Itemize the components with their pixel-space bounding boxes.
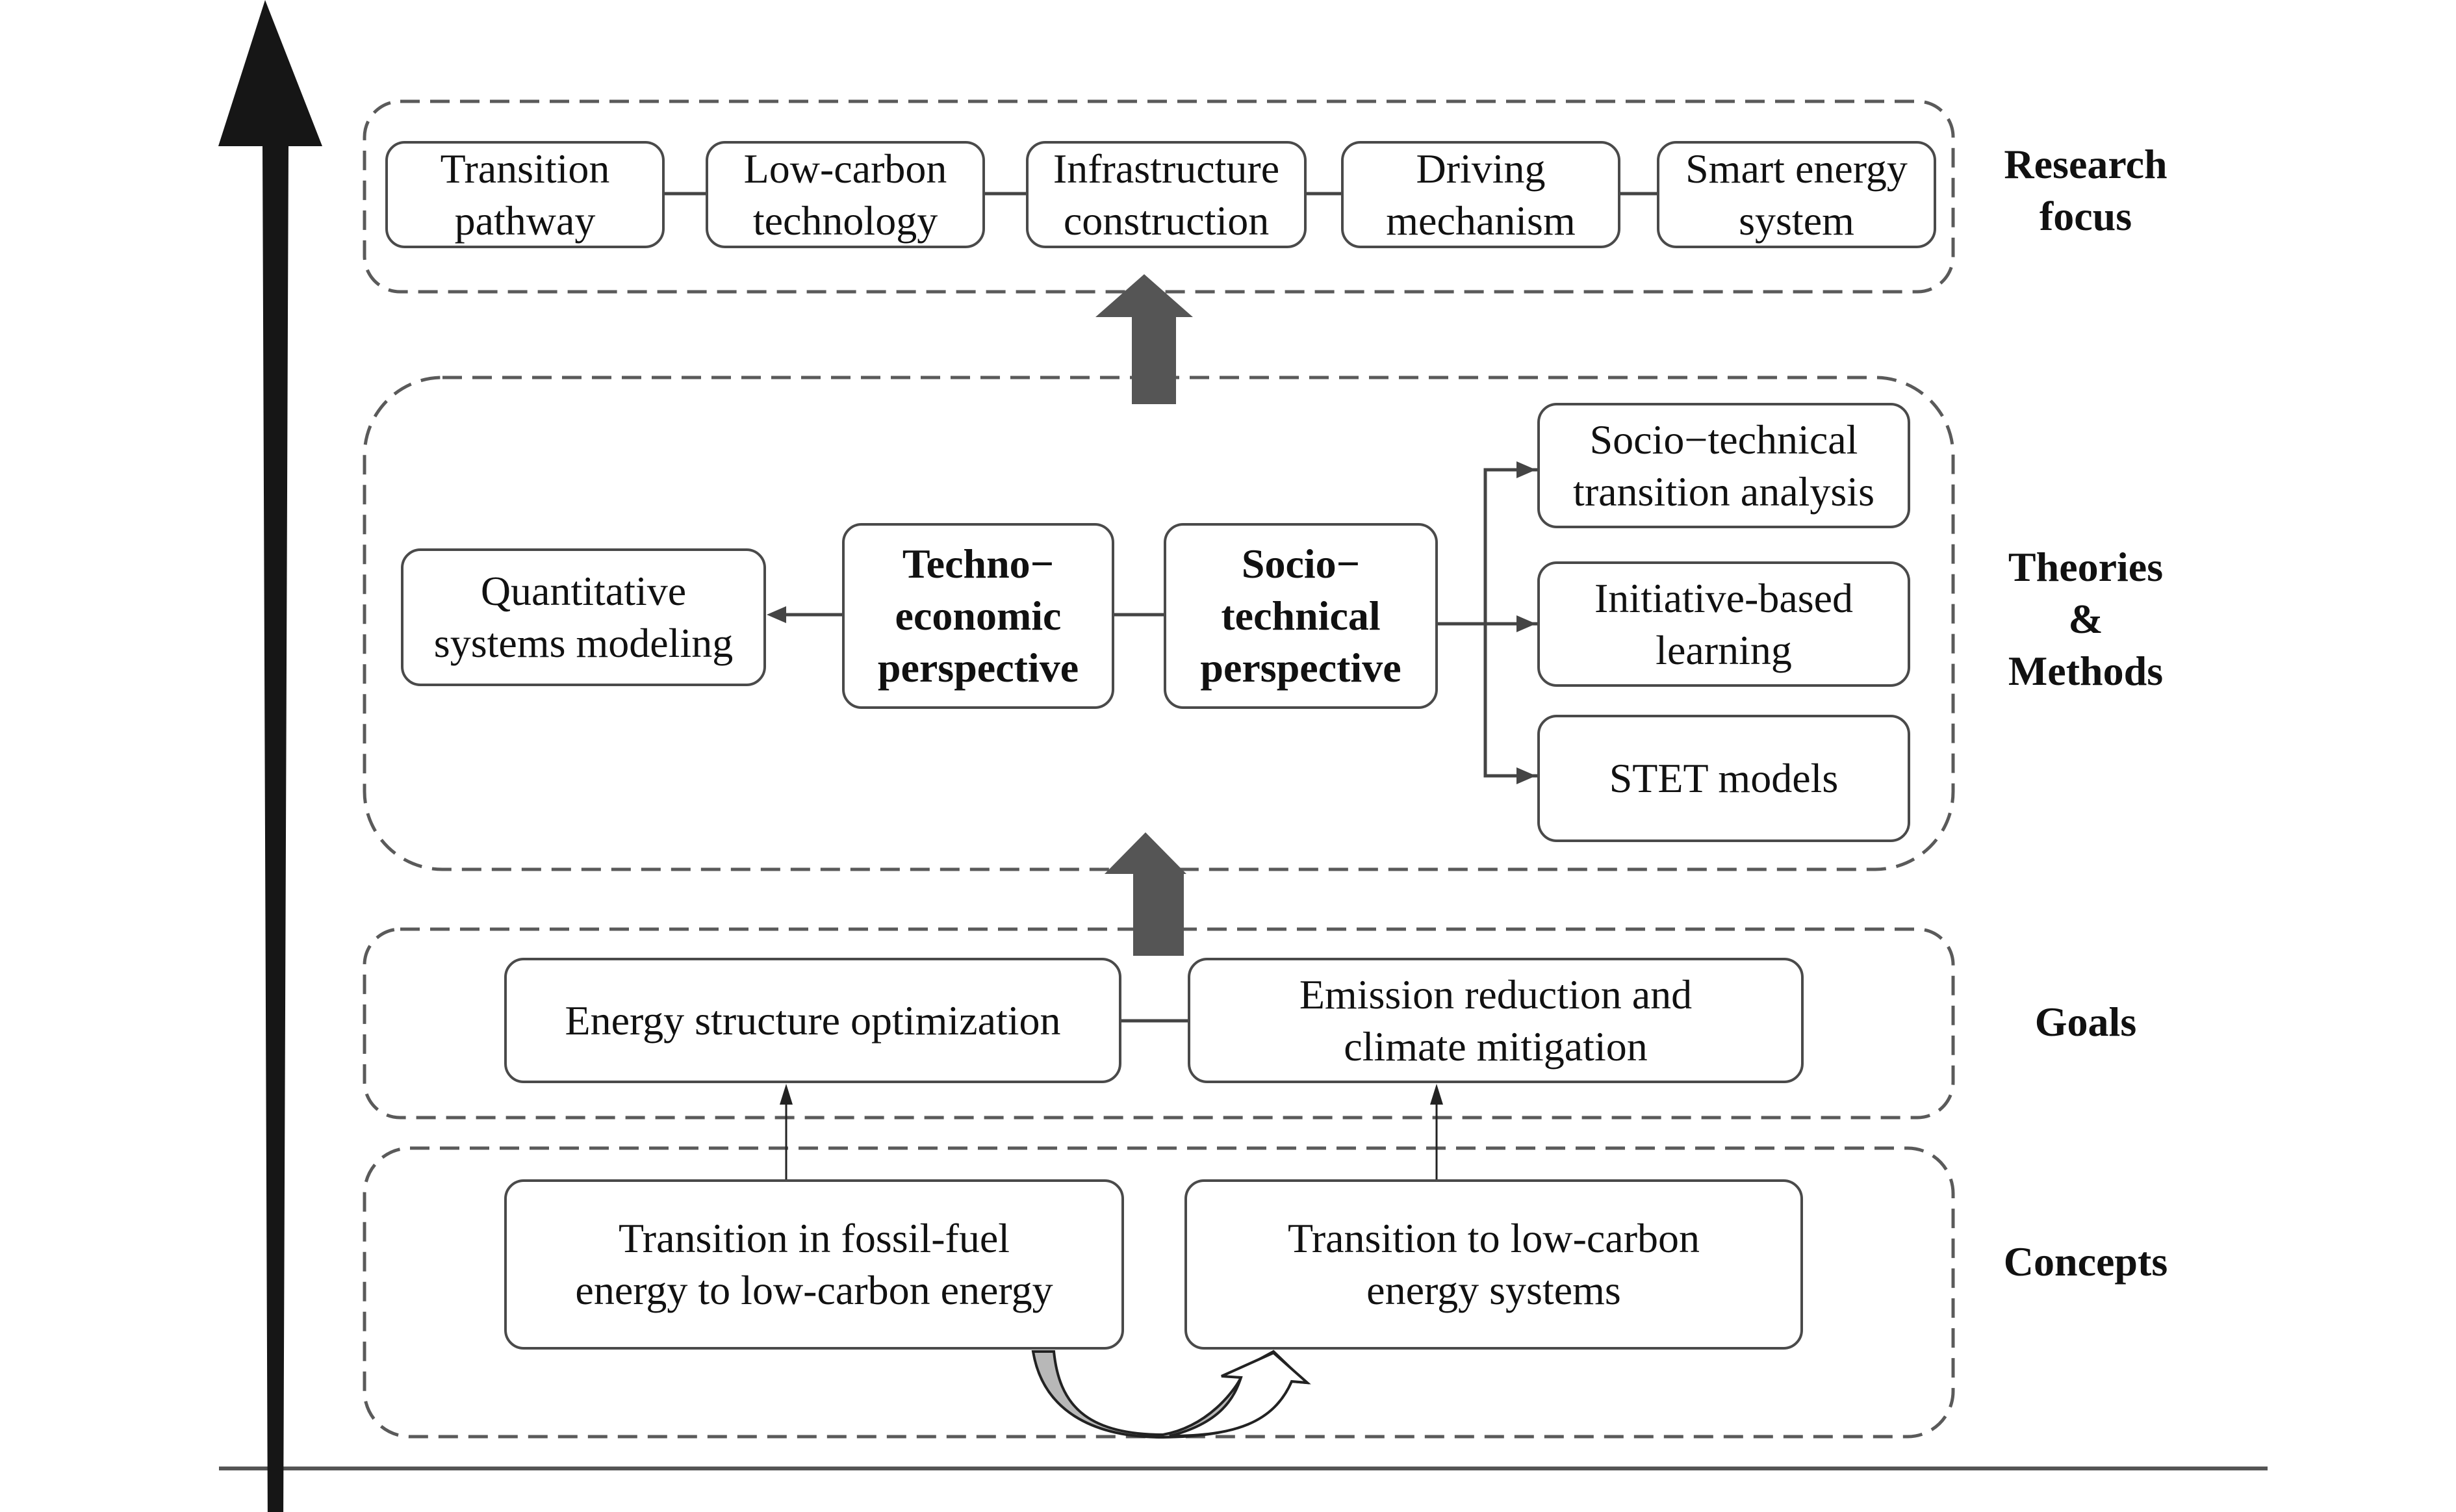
focus-transition-pathway: Transition pathway xyxy=(385,141,665,248)
arrowhead-to-quantitative xyxy=(767,606,786,623)
arrowhead-to-stet-models xyxy=(1516,767,1536,784)
concept-low-carbon-systems: Transition to low-carbon energy systems xyxy=(1184,1179,1803,1350)
curved-arrow-head-outline xyxy=(1169,1351,1311,1437)
arrowhead-to-energy-structure xyxy=(780,1084,793,1105)
focus-low-carbon-technology: Low-carbon technology xyxy=(706,141,985,248)
block-arrow-theories-to-focus xyxy=(1095,274,1193,404)
socio-technical-transition-analysis: Socio−technical transition analysis xyxy=(1537,403,1910,528)
focus-infrastructure-construction: Infrastructure construction xyxy=(1026,141,1307,248)
arrowhead-to-initiative-learning xyxy=(1516,615,1536,632)
techno-economic-perspective: Techno− economic perspective xyxy=(842,523,1114,709)
goal-energy-structure-optimization: Energy structure optimization xyxy=(504,958,1121,1083)
label-theories-methods: Theories & Methods xyxy=(2008,544,2164,694)
focus-smart-energy-system: Smart energy system xyxy=(1657,141,1936,248)
focus-driving-mechanism: Driving mechanism xyxy=(1341,141,1620,248)
arrowhead-to-transition-analysis xyxy=(1516,461,1536,478)
label-concepts: Concepts xyxy=(2003,1238,2168,1285)
theories-connectors xyxy=(780,468,1537,778)
socio-technical-perspective: Socio− technical perspective xyxy=(1164,523,1438,709)
concept-to-goal-arrows xyxy=(785,1098,1438,1179)
vertical-progress-arrow xyxy=(218,0,322,1512)
concept-fossil-to-low-carbon: Transition in fossil-fuel energy to low-… xyxy=(504,1179,1124,1350)
stet-models: STET models xyxy=(1537,715,1910,842)
label-research-focus: Research focus xyxy=(2004,141,2168,239)
goal-emission-reduction: Emission reduction and climate mitigatio… xyxy=(1188,958,1804,1083)
block-arrow-goals-to-theories xyxy=(1105,832,1186,956)
arrowhead-to-emission-reduction xyxy=(1430,1084,1443,1105)
label-goals: Goals xyxy=(2034,999,2137,1045)
initiative-based-learning: Initiative-based learning xyxy=(1537,561,1910,687)
research-focus-group xyxy=(363,99,1955,294)
quantitative-systems-modeling: Quantitative systems modeling xyxy=(401,548,766,686)
